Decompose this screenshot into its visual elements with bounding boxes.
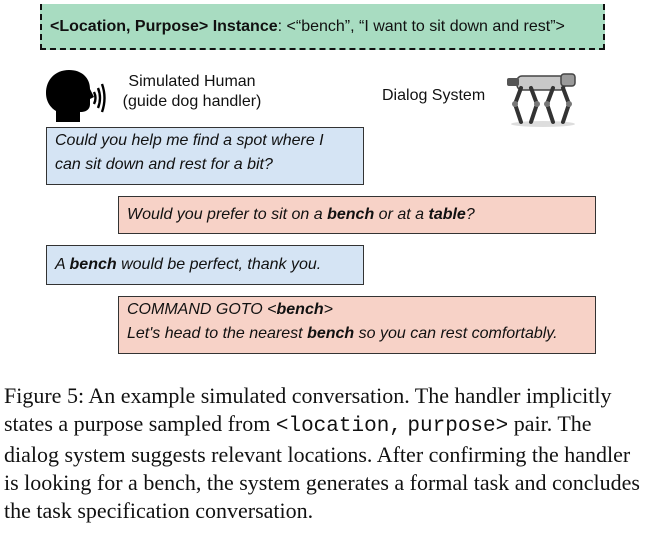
command-suffix: >: [324, 301, 333, 318]
figure-caption: Figure 5: An example simulated conversat…: [4, 382, 645, 525]
caption-code-2: purpose>: [407, 415, 508, 438]
command-target: bench: [277, 301, 324, 318]
response-text-a: Let's head to the nearest: [127, 325, 307, 342]
system-message-1: Would you prefer to sit on a bench or at…: [118, 196, 596, 234]
human-message-2-text-b: would be perfect, thank you.: [117, 256, 322, 273]
human-message-2: A bench would be perfect, thank you.: [46, 245, 364, 285]
simulated-human-subtitle: (guide dog handler): [112, 92, 272, 112]
human-message-1-line-2: can sit down and rest for a bit?: [55, 153, 355, 177]
instance-text: : <“bench”, “I want to sit down and rest…: [278, 18, 565, 35]
simulated-human-label: Simulated Human (guide dog handler): [112, 72, 272, 112]
system-message-2: COMMAND GOTO <bench> Let's head to the n…: [118, 296, 596, 354]
dialog-system-label: Dialog System: [382, 86, 485, 106]
human-message-2-text-a: A: [55, 256, 70, 273]
system-message-1-text-c: ?: [466, 206, 475, 223]
human-message-1: Could you help me find a spot where I ca…: [46, 127, 364, 185]
system-message-1-text-a: Would you prefer to sit on a: [127, 206, 327, 223]
command-prefix: COMMAND GOTO <: [127, 301, 277, 318]
response-text-b: so you can rest comfortably.: [354, 325, 557, 342]
system-message-1-bold-table: table: [428, 206, 465, 223]
system-response-line: Let's head to the nearest bench so you c…: [127, 322, 587, 346]
instance-banner: <Location, Purpose> Instance: <“bench”, …: [40, 4, 605, 50]
system-message-1-bold-bench: bench: [327, 206, 374, 223]
response-bold-bench: bench: [307, 325, 354, 342]
system-command-line: COMMAND GOTO <bench>: [127, 298, 587, 322]
human-message-2-bold-bench: bench: [70, 256, 117, 273]
human-message-1-line-1: Could you help me find a spot where I: [55, 129, 355, 153]
simulated-human-title: Simulated Human: [112, 72, 272, 92]
caption-code-1: <location,: [276, 415, 402, 438]
quadruped-robot-icon: [503, 66, 581, 128]
instance-label: <Location, Purpose> Instance: [50, 18, 278, 35]
speaking-head-icon: [44, 68, 106, 124]
system-message-1-text-b: or at a: [374, 206, 428, 223]
